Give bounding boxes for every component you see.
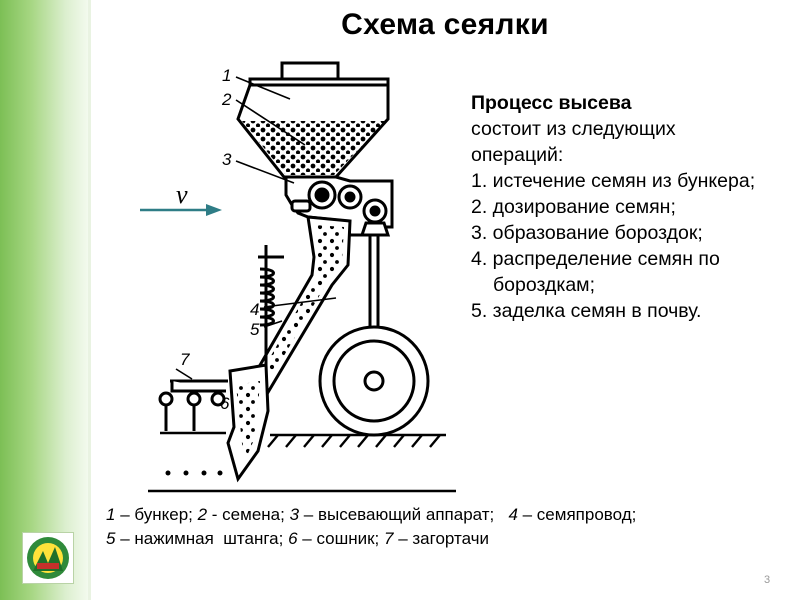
coverers	[158, 379, 228, 431]
soil-surface	[148, 431, 456, 493]
legend-number: 1	[106, 505, 116, 524]
callout-leaders	[175, 76, 337, 380]
side-divider	[88, 0, 91, 600]
process-heading: Процесс высева	[471, 92, 632, 114]
press-wheel	[318, 325, 430, 437]
process-steps: 1. истечение семян из бункера; 2. дозиро…	[471, 168, 771, 324]
legend-number: 6	[288, 529, 298, 548]
legend-text: – бункер;	[115, 505, 198, 524]
callout-5: 5	[250, 320, 260, 339]
process-step: 2. дозирование семян;	[471, 196, 676, 218]
seeds-in-hopper	[242, 121, 386, 175]
legend-number: 4	[508, 505, 518, 524]
page-number: 3	[764, 574, 771, 586]
seeds-in-tube	[252, 225, 344, 393]
sowing-process-text: Процесс высева состоит из следующих опер…	[471, 90, 771, 324]
process-step: 4. распределение семян по бороздкам;	[471, 248, 720, 296]
process-step: 5. заделка семян в почву.	[471, 300, 702, 322]
legend-line-2: 5 – нажимная штанга; 6 – сошник; 7 – заг…	[106, 527, 796, 551]
callout-6: 6	[220, 394, 230, 413]
process-intro: состоит из следующих операций:	[471, 118, 676, 166]
process-step: 1. истечение семян из бункера;	[471, 170, 756, 192]
callout-7: 7	[180, 350, 190, 369]
side-green-band	[0, 0, 88, 600]
velocity-arrow: v	[140, 180, 222, 216]
logo-emblem-icon	[27, 537, 69, 579]
process-step: 3. образование бороздок;	[471, 222, 703, 244]
velocity-label: v	[176, 180, 188, 209]
legend-number: 7	[384, 529, 394, 548]
seeds-in-opener	[236, 381, 260, 463]
legend-text: – высевающий аппарат;	[299, 505, 509, 524]
seeder-diagram: 1 2 3 4 5 6 7 v	[140, 61, 456, 493]
callout-3: 3	[222, 150, 232, 169]
legend-number: 2	[197, 505, 208, 524]
callout-2: 2	[221, 90, 232, 109]
seed-meter	[284, 175, 394, 237]
legend-text: – нажимная штанга;	[115, 529, 289, 548]
slide-title: Схема сеялки	[341, 8, 549, 41]
sown-seeds	[165, 470, 223, 476]
legend-text: – сошник;	[297, 529, 384, 548]
callout-1: 1	[222, 66, 231, 85]
callout-4: 4	[250, 300, 259, 319]
legend-text: - семена;	[207, 505, 290, 524]
legend-text: – загортачи	[393, 529, 490, 548]
diagram-legend: 1 – бункер; 2 - семена; 3 – высевающий а…	[106, 503, 796, 551]
legend-line-1: 1 – бункер; 2 - семена; 3 – высевающий а…	[106, 503, 796, 527]
legend-number: 3	[289, 505, 300, 524]
university-logo	[22, 532, 74, 584]
legend-number: 5	[106, 529, 116, 548]
legend-text: – семяпровод;	[517, 505, 637, 524]
